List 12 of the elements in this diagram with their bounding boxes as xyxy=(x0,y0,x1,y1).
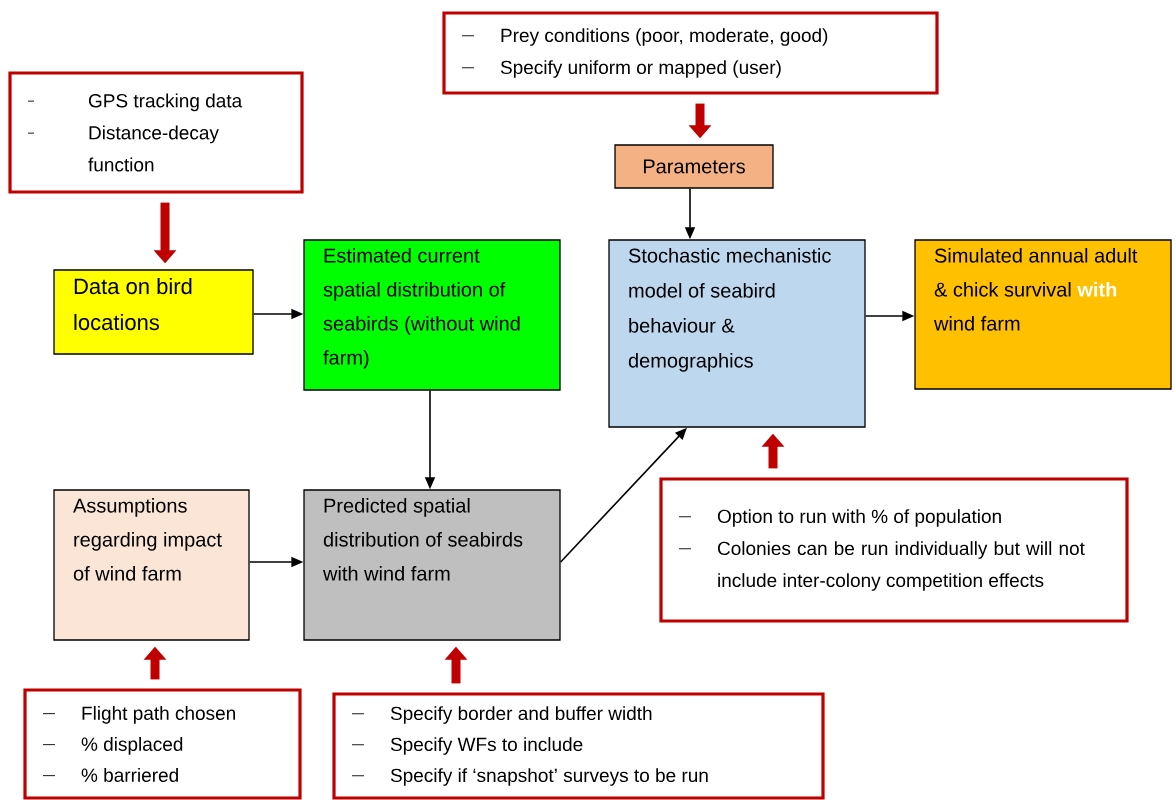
process-box: Assumptions regarding impact of wind farm xyxy=(53,489,250,641)
process-box: Data on bird locations xyxy=(53,269,254,355)
parameter-box: Parameters xyxy=(614,144,774,189)
process-box: Predicted spatial distribution of seabirds with wind farm xyxy=(303,489,561,641)
note-box: Option to run with % of population Colonies can be run individually but will not include inter-colony competition effects xyxy=(659,477,1129,623)
process-box: Stochastic mechanistic model of seabird behaviour & demographics xyxy=(608,239,866,428)
process-box: Estimated current spatial distribution of seabirds (without wind farm) xyxy=(303,239,561,391)
process-box: Simulated annual adult & chick survival with wind farm xyxy=(914,239,1172,390)
note-box: Specify border and buffer width Specify WFs to include Specify if ‘snapshot’ surveys to be run xyxy=(332,692,825,800)
note-box: Prey conditions (poor, moderate, good) Specify uniform or mapped (user) xyxy=(442,11,939,95)
note-box: GPS tracking data Distance-decay function xyxy=(8,71,304,194)
note-box: Flight path chosen % displaced % barriered xyxy=(23,688,302,800)
